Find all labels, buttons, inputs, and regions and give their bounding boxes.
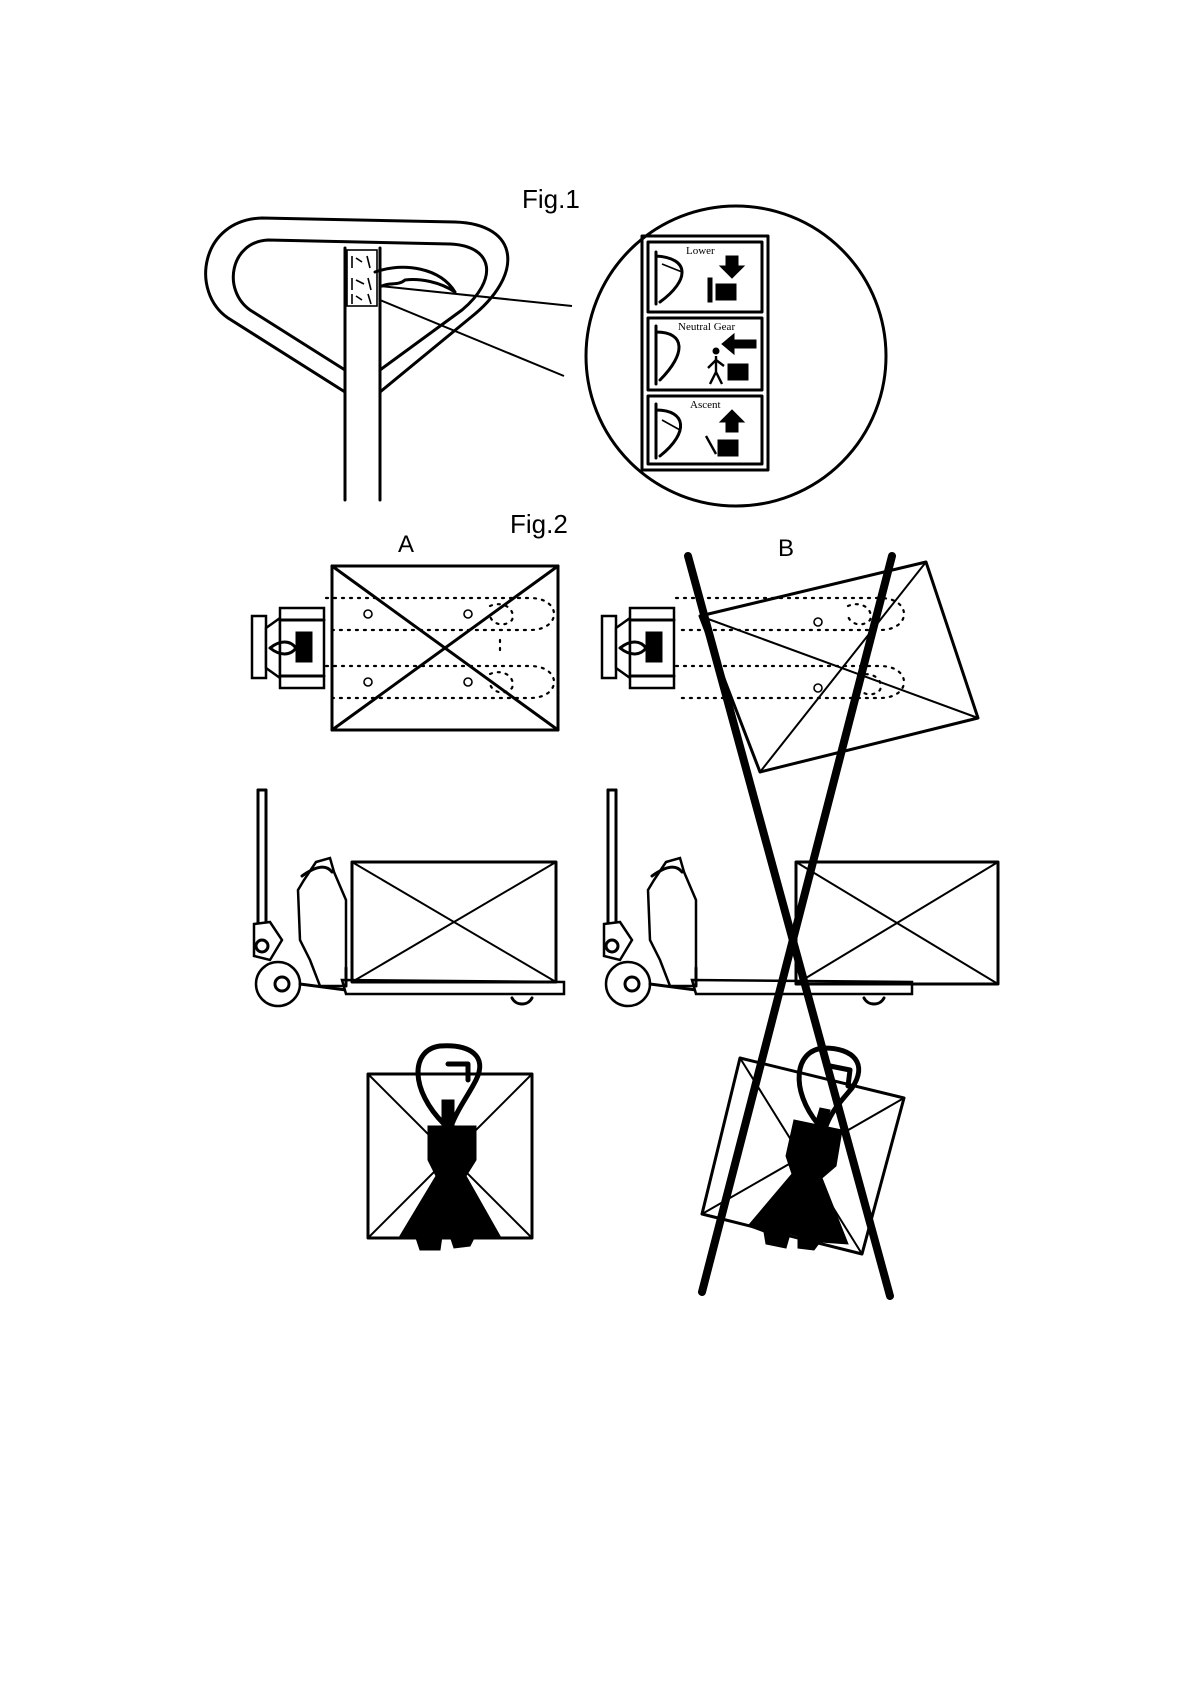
pallet-truck-handle — [206, 218, 572, 500]
panel-b-label: B — [778, 535, 794, 562]
a-side-view — [254, 790, 564, 1006]
person-walking-icon — [708, 356, 724, 384]
fig2-label: Fig.2 — [510, 509, 568, 539]
a-plan-view — [368, 1046, 532, 1250]
arrow-left-icon — [722, 334, 756, 354]
sign-ascent: Ascent — [648, 396, 762, 464]
sign-neutral: Neutral Gear — [648, 318, 762, 390]
b-top-view — [602, 562, 978, 772]
arrow-up-icon — [720, 410, 744, 432]
sign-callout: Lower Neutral Gear Ascent — [586, 206, 886, 506]
panel-a-label: A — [398, 531, 414, 558]
load-icon — [716, 284, 736, 300]
fig1-label: Fig.1 — [522, 184, 580, 214]
a-top-view — [252, 566, 558, 730]
load-icon — [718, 440, 738, 456]
sign-lower-label: Lower — [686, 245, 715, 257]
arrow-down-icon — [720, 256, 744, 278]
sign-neutral-label: Neutral Gear — [678, 321, 735, 333]
fig2: Fig.2 A B — [252, 509, 998, 1296]
fig1: Fig.1 Lower — [206, 184, 886, 506]
person-icon — [708, 278, 712, 302]
sign-lower: Lower — [648, 242, 762, 312]
load-icon — [728, 364, 748, 380]
sign-ascent-label: Ascent — [690, 399, 721, 411]
